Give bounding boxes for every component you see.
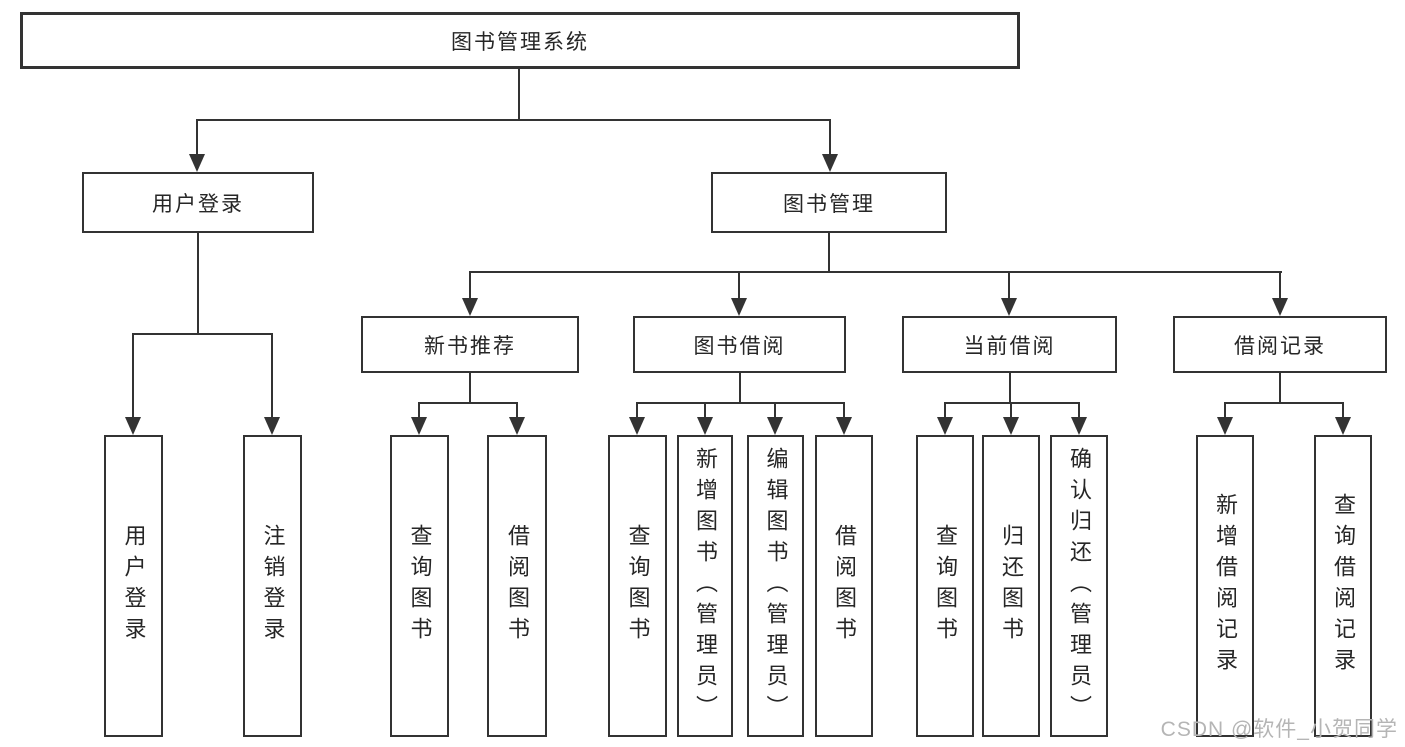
leaf-logout: 注销登录 <box>243 435 302 737</box>
connector-line <box>1279 271 1281 300</box>
arrow-down-icon <box>822 154 838 172</box>
arrow-down-icon <box>937 417 953 435</box>
node-current-borrow-label: 当前借阅 <box>963 334 1056 358</box>
connector-line <box>418 402 518 404</box>
connector-line <box>944 402 1080 404</box>
arrow-down-icon <box>509 417 525 435</box>
leaf-query-borrow-record: 查询借阅记录 <box>1314 435 1372 737</box>
connector-line <box>739 373 741 404</box>
leaf-query-books-1-label: 查询图书 <box>407 524 433 648</box>
arrow-down-icon <box>1001 298 1017 316</box>
connector-line <box>132 333 273 335</box>
connector-line <box>1008 271 1010 300</box>
node-new-book-recommend-label: 新书推荐 <box>424 334 516 358</box>
connector-line <box>132 333 134 418</box>
arrow-down-icon <box>1335 417 1351 435</box>
connector-line <box>636 402 638 419</box>
leaf-edit-book-admin-label: 编辑图书（管理员） <box>763 446 789 726</box>
connector-line <box>738 271 740 300</box>
connector-line <box>774 402 776 419</box>
node-root-label: 图书管理系统 <box>451 30 589 54</box>
leaf-borrow-books-1: 借阅图书 <box>487 435 547 737</box>
leaf-query-borrow-record-label: 查询借阅记录 <box>1331 493 1356 679</box>
arrow-down-icon <box>411 417 427 435</box>
csdn-watermark: CSDN @软件_小贺同学 <box>1160 718 1398 741</box>
node-book-borrow-label: 图书借阅 <box>693 334 786 358</box>
leaf-user-login: 用户登录 <box>104 435 163 737</box>
leaf-borrow-books-2: 借阅图书 <box>815 435 873 737</box>
leaf-query-books-3-label: 查询图书 <box>933 524 958 648</box>
leaf-add-borrow-record-label: 新增借阅记录 <box>1213 493 1238 679</box>
leaf-confirm-return-admin-label: 确认归还（管理员） <box>1067 446 1092 726</box>
connector-line <box>196 119 831 121</box>
leaf-query-books-1: 查询图书 <box>390 435 449 737</box>
connector-line <box>518 68 520 121</box>
arrow-down-icon <box>767 417 783 435</box>
arrow-down-icon <box>836 417 852 435</box>
arrow-down-icon <box>697 417 713 435</box>
arrow-down-icon <box>629 417 645 435</box>
connector-line <box>828 232 830 273</box>
connector-line <box>1342 402 1344 419</box>
connector-line <box>197 232 199 335</box>
connector-line <box>469 271 471 300</box>
arrow-down-icon <box>125 417 141 435</box>
leaf-add-borrow-record: 新增借阅记录 <box>1196 435 1254 737</box>
connector-line <box>944 402 946 419</box>
connector-line <box>1279 373 1281 404</box>
arrow-down-icon <box>731 298 747 316</box>
arrow-down-icon <box>462 298 478 316</box>
connector-line <box>516 402 518 419</box>
node-user-login-label: 用户登录 <box>152 192 244 216</box>
leaf-return-books-label: 归还图书 <box>999 524 1024 648</box>
connector-line <box>1224 402 1344 404</box>
leaf-logout-label: 注销登录 <box>260 524 286 648</box>
leaf-borrow-books-1-label: 借阅图书 <box>505 524 530 648</box>
leaf-query-books-3: 查询图书 <box>916 435 974 737</box>
connector-line <box>469 271 1282 273</box>
leaf-edit-book-admin: 编辑图书（管理员） <box>747 435 804 737</box>
leaf-query-books-2-label: 查询图书 <box>625 524 651 648</box>
connector-line <box>469 373 471 404</box>
leaf-confirm-return-admin: 确认归还（管理员） <box>1050 435 1108 737</box>
node-book-management-label: 图书管理 <box>783 192 875 216</box>
node-borrow-records-label: 借阅记录 <box>1234 334 1326 358</box>
connector-line <box>636 402 845 404</box>
connector-line <box>1009 373 1011 404</box>
node-borrow-records: 借阅记录 <box>1173 316 1387 373</box>
connector-line <box>1078 402 1080 419</box>
node-current-borrow: 当前借阅 <box>902 316 1117 373</box>
connector-line <box>704 402 706 419</box>
leaf-add-book-admin: 新增图书（管理员） <box>677 435 733 737</box>
leaf-user-login-label: 用户登录 <box>121 524 147 648</box>
node-user-login: 用户登录 <box>82 172 314 233</box>
arrow-down-icon <box>1272 298 1288 316</box>
leaf-borrow-books-2-label: 借阅图书 <box>832 524 857 648</box>
arrow-down-icon <box>1217 417 1233 435</box>
node-book-management: 图书管理 <box>711 172 947 233</box>
arrow-down-icon <box>264 417 280 435</box>
connector-line <box>1010 402 1012 419</box>
leaf-return-books: 归还图书 <box>982 435 1040 737</box>
arrow-down-icon <box>1003 417 1019 435</box>
node-new-book-recommend: 新书推荐 <box>361 316 579 373</box>
connector-line <box>196 119 198 156</box>
node-book-borrow: 图书借阅 <box>633 316 846 373</box>
connector-line <box>1224 402 1226 419</box>
arrow-down-icon <box>1071 417 1087 435</box>
connector-line <box>271 333 273 418</box>
node-root: 图书管理系统 <box>20 12 1020 69</box>
connector-line <box>418 402 420 419</box>
arrow-down-icon <box>189 154 205 172</box>
leaf-query-books-2: 查询图书 <box>608 435 667 737</box>
leaf-add-book-admin-label: 新增图书（管理员） <box>693 446 718 726</box>
connector-line <box>843 402 845 419</box>
connector-line <box>829 119 831 156</box>
